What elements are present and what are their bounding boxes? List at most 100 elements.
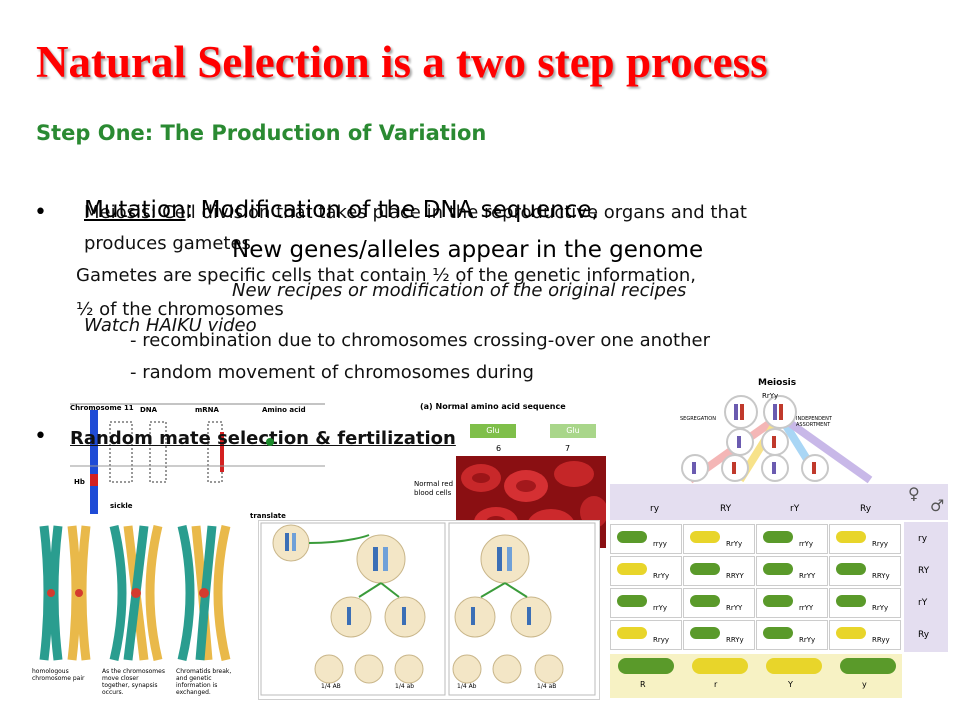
- punnett-cell: RrYy: [756, 620, 828, 650]
- row-header-4: Ry: [918, 630, 930, 640]
- punnett-grid: rryy RrYy rrYy Rryy RrYy RRYY RrYY RRY: [610, 522, 902, 652]
- row-header-2: RY: [918, 566, 930, 576]
- gamete-ratio-1: 1/4 AB: [321, 683, 341, 690]
- punnett-cell: rryy: [610, 524, 682, 554]
- row-header-3: rY: [918, 598, 928, 608]
- punnett-figure: Meiosis RrYy SEGREGATION INDEPENDENT ASS…: [610, 376, 948, 700]
- footer-label-4: y: [862, 680, 867, 689]
- genotype-label: RrYy: [653, 572, 670, 580]
- crossover-caption-3: Chromatids break, and genetic informatio…: [176, 668, 232, 696]
- independent-assortment-label: INDEPENDENT ASSORTMENT: [796, 416, 832, 428]
- pea-pod-icon: [766, 658, 822, 674]
- meiosis-line: Meiosis: Cell division that takes place …: [84, 202, 747, 223]
- meiosis-tree: [681, 395, 873, 484]
- col-header-4: Ry: [860, 504, 872, 514]
- punnett-cell: RrYY: [756, 556, 828, 586]
- meiosis-label: Meiosis: [84, 202, 151, 223]
- crossing-over-figure: homologous chromosome pair As the chromo…: [32, 518, 246, 698]
- genotype-label: RrYY: [726, 604, 743, 612]
- pea-pod-icon: [763, 627, 793, 639]
- segregation-label: SEGREGATION: [680, 416, 716, 422]
- punnett-cell: rrYY: [756, 588, 828, 618]
- punnett-parent: RrYy: [762, 392, 779, 400]
- green-dot-icon: [266, 438, 274, 446]
- footer-label-3: Y: [788, 680, 793, 689]
- mutation-label: Mutation: [84, 197, 186, 223]
- punnett-cell: RrYy: [683, 524, 755, 554]
- punnett-cell: RRyy: [829, 620, 901, 650]
- random-movement-text: - random movement of chromosomes during: [130, 362, 534, 383]
- punnett-cell: Rryy: [829, 524, 901, 554]
- sickle-cell-figure: Chromosome 11 DNA mRNA Amino acid Hb sic…: [70, 402, 330, 520]
- col-header-3: rY: [790, 504, 800, 514]
- genotype-label: RrYy: [726, 540, 743, 548]
- chromosome-pair-1: [39, 525, 91, 661]
- haiku-link[interactable]: Watch HAIKU video: [84, 315, 257, 336]
- col-header-2: RY: [720, 504, 732, 514]
- col-header-1: ry: [650, 504, 660, 514]
- chromosome-label: Chromosome 11: [70, 404, 134, 412]
- genotype-label: RRyy: [872, 636, 890, 644]
- glu-box-2: Glu: [550, 424, 596, 438]
- mutation-text: : Modification of the DNA sequence,: [185, 197, 599, 223]
- pea-pod-icon: [618, 658, 674, 674]
- pea-pod-icon: [617, 531, 647, 543]
- punnett-cell: RrYy: [610, 556, 682, 586]
- pea-pod-icon: [617, 563, 647, 575]
- punnett-row-headers: ry RY rY Ry: [904, 522, 948, 652]
- punnett-cell: rrYy: [610, 588, 682, 618]
- punnett-footer-row: R r Y y: [610, 654, 902, 698]
- recombination-text: - recombination due to chromosomes cross…: [130, 330, 710, 351]
- dna-label: DNA: [140, 406, 158, 414]
- footer-label-2: r: [714, 680, 718, 689]
- meiosis-cells-figure: 1/4 AB 1/4 ab 1/4 Ab 1/4 aB: [258, 520, 600, 700]
- punnett-cell: Rryy: [610, 620, 682, 650]
- genotype-label: Rryy: [653, 636, 670, 644]
- pea-pod-icon: [692, 658, 748, 674]
- crossover-caption-2: As the chromosomes move closer together,…: [102, 668, 165, 696]
- genotype-label: rrYy: [799, 540, 814, 548]
- female-symbol: ♀: [908, 484, 920, 503]
- mutation-line: Mutation: Modification of the DNA sequen…: [84, 197, 599, 223]
- genotype-label: rrYy: [653, 604, 668, 612]
- footer-label-1: R: [640, 680, 646, 689]
- genotype-label: rrYY: [799, 604, 814, 612]
- punnett-title: Meiosis: [758, 378, 797, 388]
- punnett-cell: rrYy: [756, 524, 828, 554]
- pea-pod-icon: [836, 563, 866, 575]
- pea-pod-icon: [690, 531, 720, 543]
- pea-pod-icon: [617, 627, 647, 639]
- pea-pod-icon: [763, 563, 793, 575]
- hbs-label: Hb: [74, 478, 85, 486]
- slide-subtitle: Step One: The Production of Variation: [36, 121, 487, 145]
- position-7: 7: [565, 444, 571, 453]
- chromosome-pair-3: [177, 524, 231, 662]
- glu-box-1: Glu: [470, 424, 516, 438]
- pea-pod-icon: [836, 595, 866, 607]
- recipes-text: New recipes or modification of the origi…: [232, 280, 687, 301]
- punnett-cell: RRYy: [829, 556, 901, 586]
- pea-pod-icon: [690, 595, 720, 607]
- male-symbol: ♂: [930, 496, 945, 515]
- gamete-ratio-3: 1/4 Ab: [457, 683, 477, 690]
- punnett-header-row: [610, 484, 948, 520]
- gametes-text: Gametes are specific cells that contain …: [76, 265, 697, 286]
- genotype-label: RrYy: [799, 636, 816, 644]
- translate-label: translate: [250, 512, 286, 520]
- genotype-label: Rryy: [872, 540, 889, 548]
- genotype-label: RrYY: [799, 572, 816, 580]
- sickle-label: sickle: [110, 502, 133, 510]
- slide-title: Natural Selection is a two step process: [36, 37, 768, 87]
- gamete-ratio-4: 1/4 aB: [537, 683, 557, 690]
- position-6: 6: [496, 444, 502, 453]
- amino-sequence-heading: (a) Normal amino acid sequence: [420, 402, 566, 411]
- crossover-caption-1: homologous chromosome pair: [32, 668, 85, 682]
- random-mate-text: Random mate selection & fertilization: [70, 428, 456, 449]
- pea-pod-icon: [763, 595, 793, 607]
- bullet-meiosis: •: [34, 200, 47, 225]
- genotype-label: RrYy: [872, 604, 889, 612]
- pea-pod-icon: [617, 595, 647, 607]
- genotype-label: RRYY: [726, 572, 744, 580]
- punnett-cell: RrYY: [683, 588, 755, 618]
- pea-pod-icon: [763, 531, 793, 543]
